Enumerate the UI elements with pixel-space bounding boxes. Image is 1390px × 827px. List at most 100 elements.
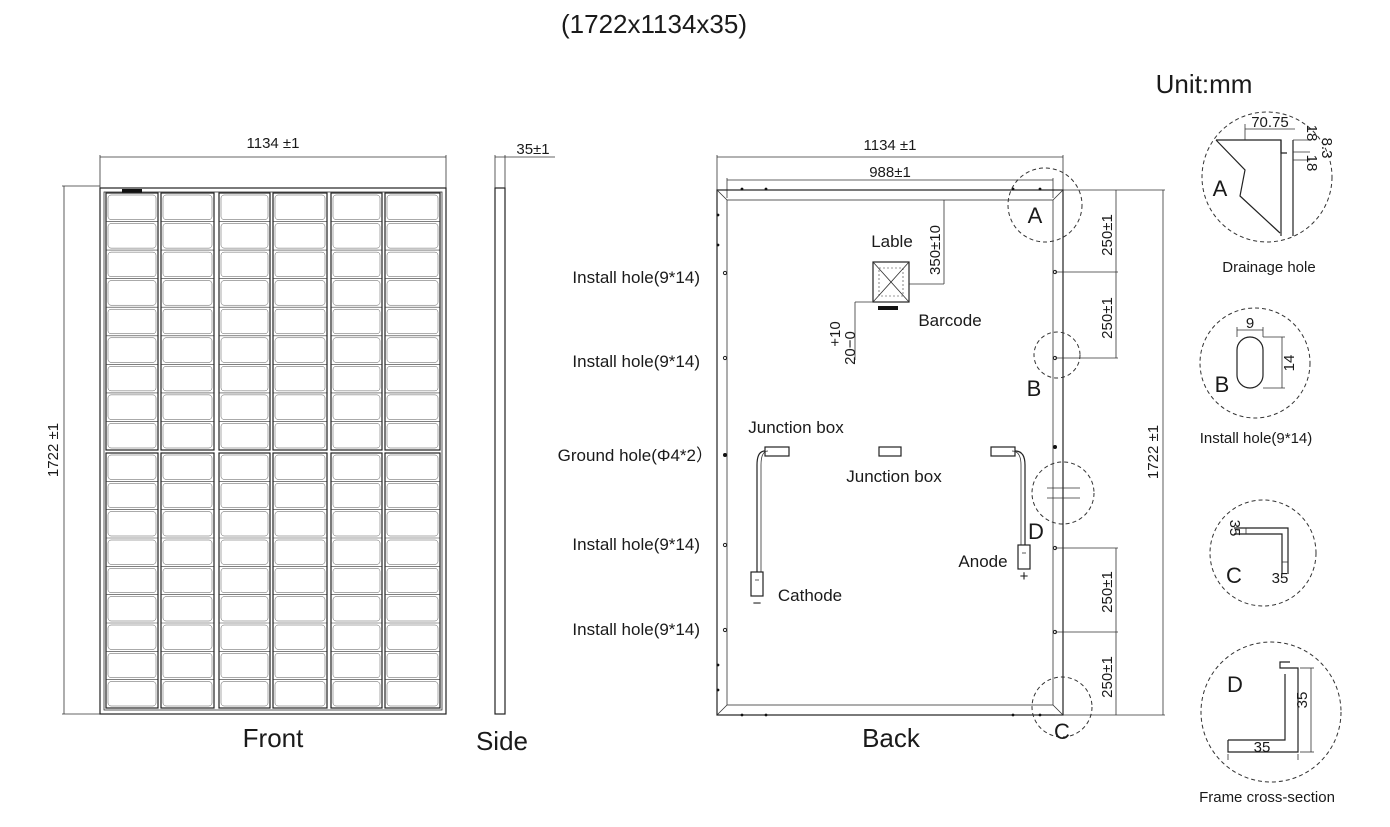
solar-cell — [107, 483, 157, 508]
solar-cell — [162, 308, 213, 335]
back-width-dimension: 1134 ±1 — [864, 137, 917, 154]
solar-cell — [274, 366, 326, 392]
solar-cell — [107, 454, 157, 480]
solar-cell — [162, 539, 213, 565]
front-junction-marker — [122, 189, 142, 193]
install-hole-label-3: Install hole(9*14) — [572, 535, 700, 554]
frame-holes — [716, 187, 1042, 717]
side-thickness-dimension: 35±1 — [516, 141, 549, 158]
detail-b-caption: Install hole(9*14) — [1200, 430, 1313, 447]
solar-cell — [386, 454, 439, 480]
solar-cell — [107, 337, 157, 363]
cell-string — [160, 452, 215, 709]
front-height-dimension: 1722 ±1 — [45, 423, 62, 477]
hole-spacing-dimension-3: 250±1 — [1099, 571, 1116, 613]
detail-a-dim-2: 8.3 — [1318, 138, 1335, 159]
detail-d-dim-height: 35 — [1294, 692, 1311, 709]
marker-b-label: B — [1027, 376, 1042, 401]
install-hole-label-1: Install hole(9*14) — [572, 268, 700, 287]
solar-cell — [386, 251, 439, 277]
solar-cell — [220, 511, 269, 537]
solar-cell — [332, 280, 381, 306]
cathode-label: Cathode — [778, 586, 842, 605]
solar-cell — [162, 596, 213, 622]
barcode-bar — [878, 306, 898, 310]
solar-cell — [274, 568, 326, 593]
label-title: Lable — [871, 232, 913, 251]
solar-cell — [332, 539, 381, 565]
solar-cell — [274, 653, 326, 678]
label-offset-dimension: 350±10 — [927, 225, 944, 275]
hole-spacing-dimension-4: 250±1 — [1099, 656, 1116, 698]
solar-cell — [162, 511, 213, 537]
solar-cell — [274, 251, 326, 277]
detail-a-caption: Drainage hole — [1222, 259, 1315, 276]
back-frame — [716, 189, 1064, 716]
marker-c-label: C — [1054, 719, 1070, 744]
solar-cell — [332, 653, 381, 678]
marker-d-label: D — [1028, 519, 1044, 544]
install-hole-label-2: Install hole(9*14) — [572, 352, 700, 371]
solar-cell — [162, 423, 213, 449]
detail-b-install-hole: 9 14 B Install hole(9*14) — [1199, 307, 1313, 447]
junction-box-center-label: Junction box — [846, 467, 942, 486]
cell-string — [160, 192, 215, 451]
detail-b-letter: B — [1215, 372, 1230, 397]
anode-connector — [1017, 544, 1031, 570]
solar-cell — [274, 511, 326, 537]
solar-cell — [220, 308, 269, 335]
cell-string — [218, 452, 271, 709]
solar-cell — [107, 568, 157, 593]
solar-cell — [274, 280, 326, 306]
install-hole-label-4: Install hole(9*14) — [572, 620, 700, 639]
solar-cell — [386, 223, 439, 249]
solar-cell — [162, 280, 213, 306]
solar-cell — [386, 394, 439, 420]
install-holes-left — [722, 270, 728, 633]
label-box — [872, 261, 910, 303]
solar-cell — [274, 308, 326, 335]
solar-cell — [220, 223, 269, 249]
barcode-offset-bottom: 20−0 — [842, 331, 859, 365]
back-height-dimension: 1722 ±1 — [1145, 425, 1162, 479]
cable-left — [756, 450, 766, 572]
detail-c-dim-bottom: 35 — [1272, 570, 1289, 587]
side-frame — [494, 187, 506, 715]
detail-c-corner: 35 35 C — [1209, 499, 1317, 607]
solar-cell — [162, 251, 213, 277]
solar-cell — [274, 596, 326, 622]
detail-d-letter: D — [1227, 672, 1243, 697]
detail-c-dim-left: 35 — [1226, 520, 1243, 537]
solar-cell — [220, 596, 269, 622]
solar-cell — [274, 624, 326, 650]
detail-a-dim-3: 18 — [1303, 155, 1320, 172]
install-holes-right — [1052, 269, 1058, 635]
solar-cell — [162, 653, 213, 678]
detail-marker-b — [1033, 331, 1081, 379]
detail-a-drainage: 70.75 18 8.3 18 A Drainage hole — [1201, 111, 1335, 276]
anode-label: Anode — [958, 552, 1007, 571]
solar-cell — [162, 223, 213, 249]
solar-cell — [107, 423, 157, 449]
solar-cell — [332, 251, 381, 277]
solar-cell — [220, 194, 269, 220]
solar-cell — [107, 511, 157, 537]
solar-cell — [332, 337, 381, 363]
front-view-title: Front — [243, 723, 304, 753]
solar-cell — [107, 308, 157, 335]
cable-right — [1014, 450, 1026, 545]
solar-cell — [107, 280, 157, 306]
solar-cell — [220, 681, 269, 707]
solar-cell — [332, 624, 381, 650]
solar-cell — [386, 366, 439, 392]
detail-c-letter: C — [1226, 563, 1242, 588]
solar-cell — [274, 394, 326, 420]
solar-cell — [107, 653, 157, 678]
solar-cell — [107, 366, 157, 392]
solar-cell — [332, 394, 381, 420]
solar-cell — [386, 194, 439, 220]
solar-cell — [332, 681, 381, 707]
front-view: 1134 ±1 1722 ±1 Front — [45, 135, 447, 753]
front-frame — [99, 187, 447, 715]
solar-cell — [162, 194, 213, 220]
